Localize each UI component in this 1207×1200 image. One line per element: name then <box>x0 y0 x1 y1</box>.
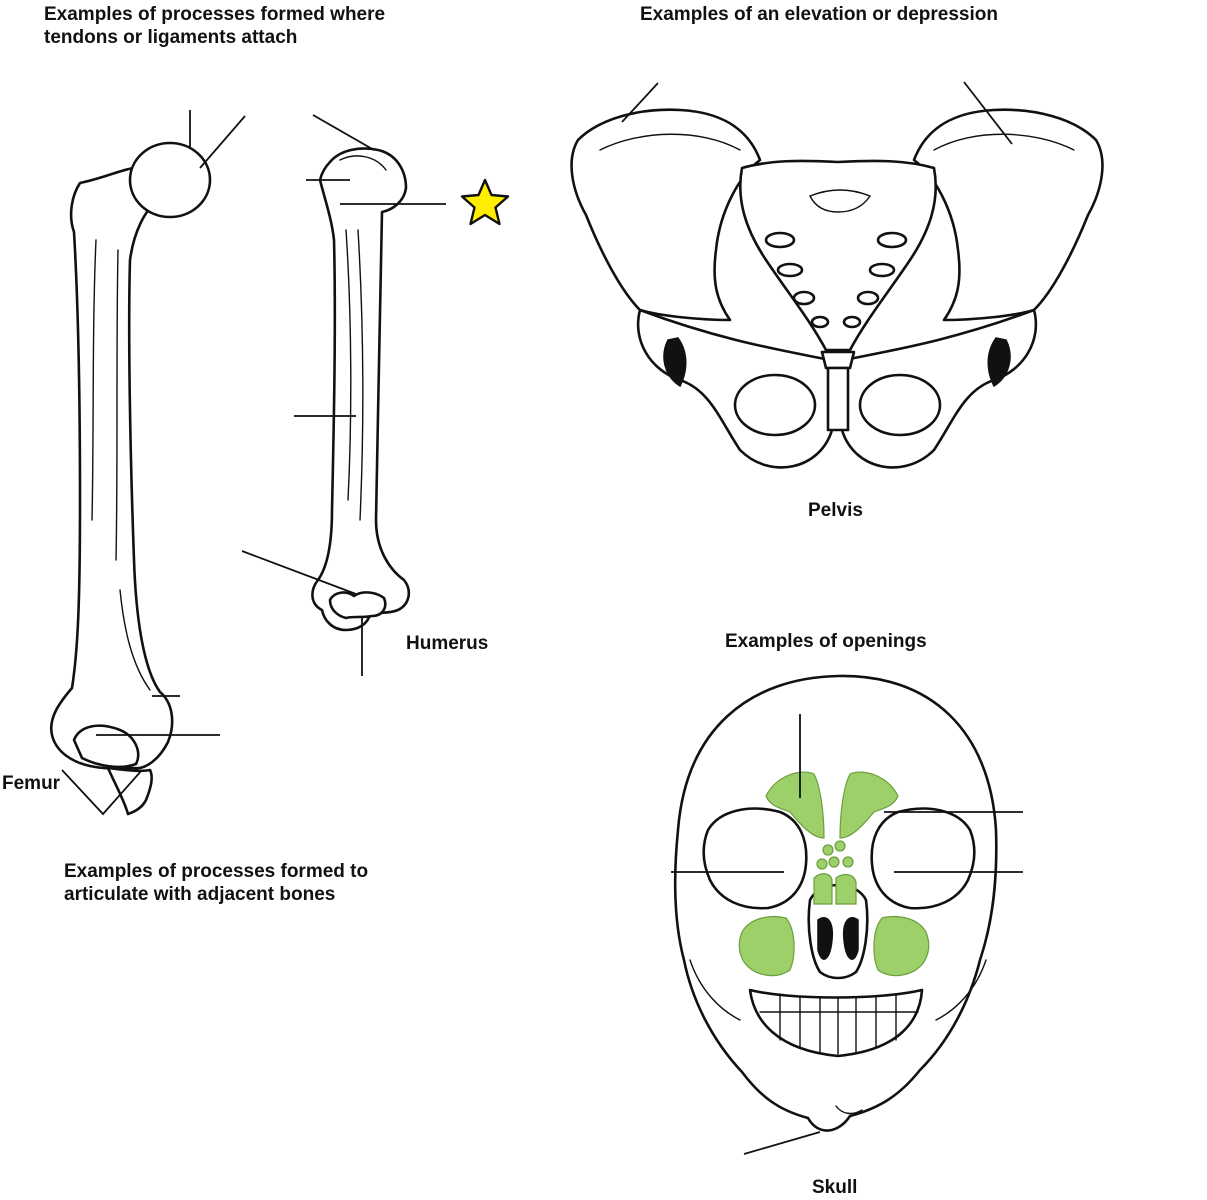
heading-tendon-processes: Examples of processes formed where tendo… <box>44 4 386 48</box>
femur-leader-condyles-v <box>61 769 143 816</box>
skull-label: Skull <box>812 1177 858 1198</box>
sinus-highlights <box>738 771 930 977</box>
humerus-leader-head <box>312 114 375 151</box>
heading-openings: Examples of openings <box>725 631 927 652</box>
ethmoid-cell <box>822 844 834 856</box>
humerus-leader-epicondyle <box>241 550 357 595</box>
ethmoid-cell <box>834 840 846 852</box>
maxillary-sinus-right <box>873 915 930 977</box>
femur-label: Femur <box>2 773 61 794</box>
heading-articulate: Examples of processes formed to articula… <box>64 861 369 905</box>
frontal-sinus-right <box>839 771 899 839</box>
femur-leader-head <box>199 115 246 169</box>
ethmoid-block <box>813 873 833 905</box>
heading-elevation-depression: Examples of an elevation or depression <box>640 4 998 25</box>
maxillary-sinus-left <box>738 915 795 977</box>
star-icon <box>460 178 510 226</box>
pelvis-leader-right-iliac-fossa <box>963 81 1013 145</box>
ethmoid-cell <box>842 856 854 868</box>
humerus-bone <box>311 147 411 632</box>
ethmoid-cell <box>816 858 828 870</box>
femur-bone <box>49 141 212 816</box>
ethmoid-block <box>835 873 857 905</box>
skull-leader-mental-foramen <box>743 1131 821 1155</box>
pelvis-label: Pelvis <box>808 500 863 521</box>
ethmoid-cell <box>828 856 840 868</box>
pelvis-leader-left-iliac-crest <box>621 82 659 123</box>
humerus-label: Humerus <box>406 633 489 654</box>
pelvis-bone <box>570 108 1104 469</box>
